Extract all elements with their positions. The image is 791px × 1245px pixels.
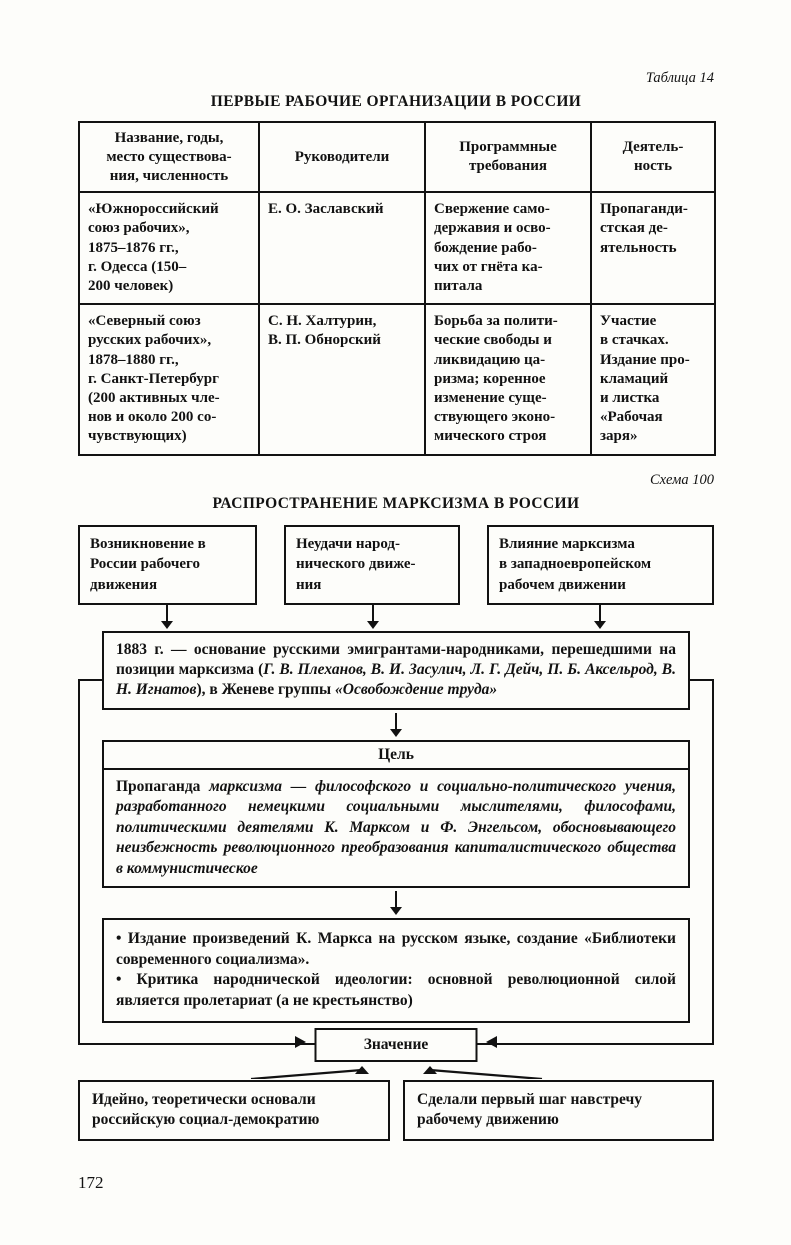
up-arrowhead-icon [423,1066,437,1074]
scheme-caption: Схема 100 [649,471,714,488]
header-cell-activity: Деятель- ность [590,120,716,194]
significance-connector-arrows [250,1066,543,1079]
header-cell-leaders: Руководители [258,120,426,194]
down-arrow-icon [390,712,402,737]
down-arrow-icon [594,604,606,629]
founding-names: Г. В. Плеханов, В. И. Засулич, Л. Г. Дей… [116,661,676,699]
founding-group-name: «Освобождение труда» [335,681,498,699]
result-item: Издание произведений К. Маркса на русско… [116,929,676,970]
cause-box-workers-movement: Возникновение в России рабочего движения [78,524,257,605]
table-row: «Южнороссийский союз рабочих», 1875–1876… [78,191,716,306]
founding-year: 1883 г. [116,640,164,658]
scheme-body-frame: 1883 г. — основание русскими эмигрантами… [78,630,714,1062]
significance-box-social-democracy: Идейно, теоретически основали российскую… [78,1080,390,1141]
cause-box-marxism-influence: Влияние марксизма в западноевропейском р… [487,524,714,605]
page-number: 172 [78,1172,104,1192]
down-arrow-icon [367,604,379,629]
goal-text: Пропаганда марксизма — философского и со… [104,770,688,886]
goal-header: Цель [104,742,688,770]
table-cell: Борьба за полити- ческие свободы и ликви… [424,303,592,456]
founding-text: — основание русскими эмигрантами-народни… [116,640,676,679]
scheme-title: РАСПРОСТРАНЕНИЕ МАРКСИЗМА В РОССИИ [212,494,580,512]
down-arrow-icon [161,604,173,629]
table-caption: Таблица 14 [645,70,714,86]
table-row: «Северный союз русских рабочих», 1878–18… [78,303,716,456]
table-cell: Участие в стачках. Издание про- кламаций… [590,303,716,456]
workers-organizations-table: Название, годы, место существова- ния, ч… [78,120,716,456]
table-title: ПЕРВЫЕ РАБОЧИЕ ОРГАНИЗАЦИИ В РОССИИ [210,93,582,110]
founding-1883-box: 1883 г. — основание русскими эмигрантами… [102,630,690,710]
result-item: Критика народнической идеологии: основно… [116,970,676,1011]
up-arrowhead-icon [355,1066,369,1074]
goal-lead-word: Пропаганда [116,777,210,795]
down-arrow-icon [390,891,402,916]
table-cell: «Южнороссийский союз рабочих», 1875–1876… [78,191,260,306]
right-arrowhead-icon [295,1036,306,1048]
goal-term: марксизма [209,777,283,795]
table-cell: Пропаганди- стская де- ятельность [590,191,716,306]
table-header-row: Название, годы, место существова- ния, ч… [78,120,716,194]
scheme-causes-row: Возникновение в России рабочего движения… [78,524,714,605]
left-arrowhead-icon [486,1036,497,1048]
header-cell-program: Программные требования [424,120,592,194]
table-cell: С. Н. Халтурин, В. П. Обнорский [258,303,426,456]
goal-description: — философского и социально-политического… [116,777,676,877]
founding-text: ), в Женеве группы [196,681,336,699]
results-box: Издание произведений К. Маркса на русско… [102,918,690,1023]
causes-arrows-row [78,604,714,631]
goal-box: Цель Пропаганда марксизма — философского… [102,739,690,889]
significance-box-workers-step: Сделали первый шаг навстречу рабочему дв… [403,1080,714,1141]
table-cell: «Северный союз русских рабочих», 1878–18… [78,303,260,456]
header-cell-name: Название, годы, место существова- ния, ч… [78,120,260,194]
cause-box-narodnik-failures: Неудачи народ- нического движе- ния [284,524,460,605]
table-cell: Е. О. Заславский [258,191,426,306]
significance-results-row: Идейно, теоретически основали российскую… [78,1080,714,1141]
table-cell: Свержение само- державия и осво- бождени… [424,191,592,306]
significance-box: Значение [314,1028,478,1062]
